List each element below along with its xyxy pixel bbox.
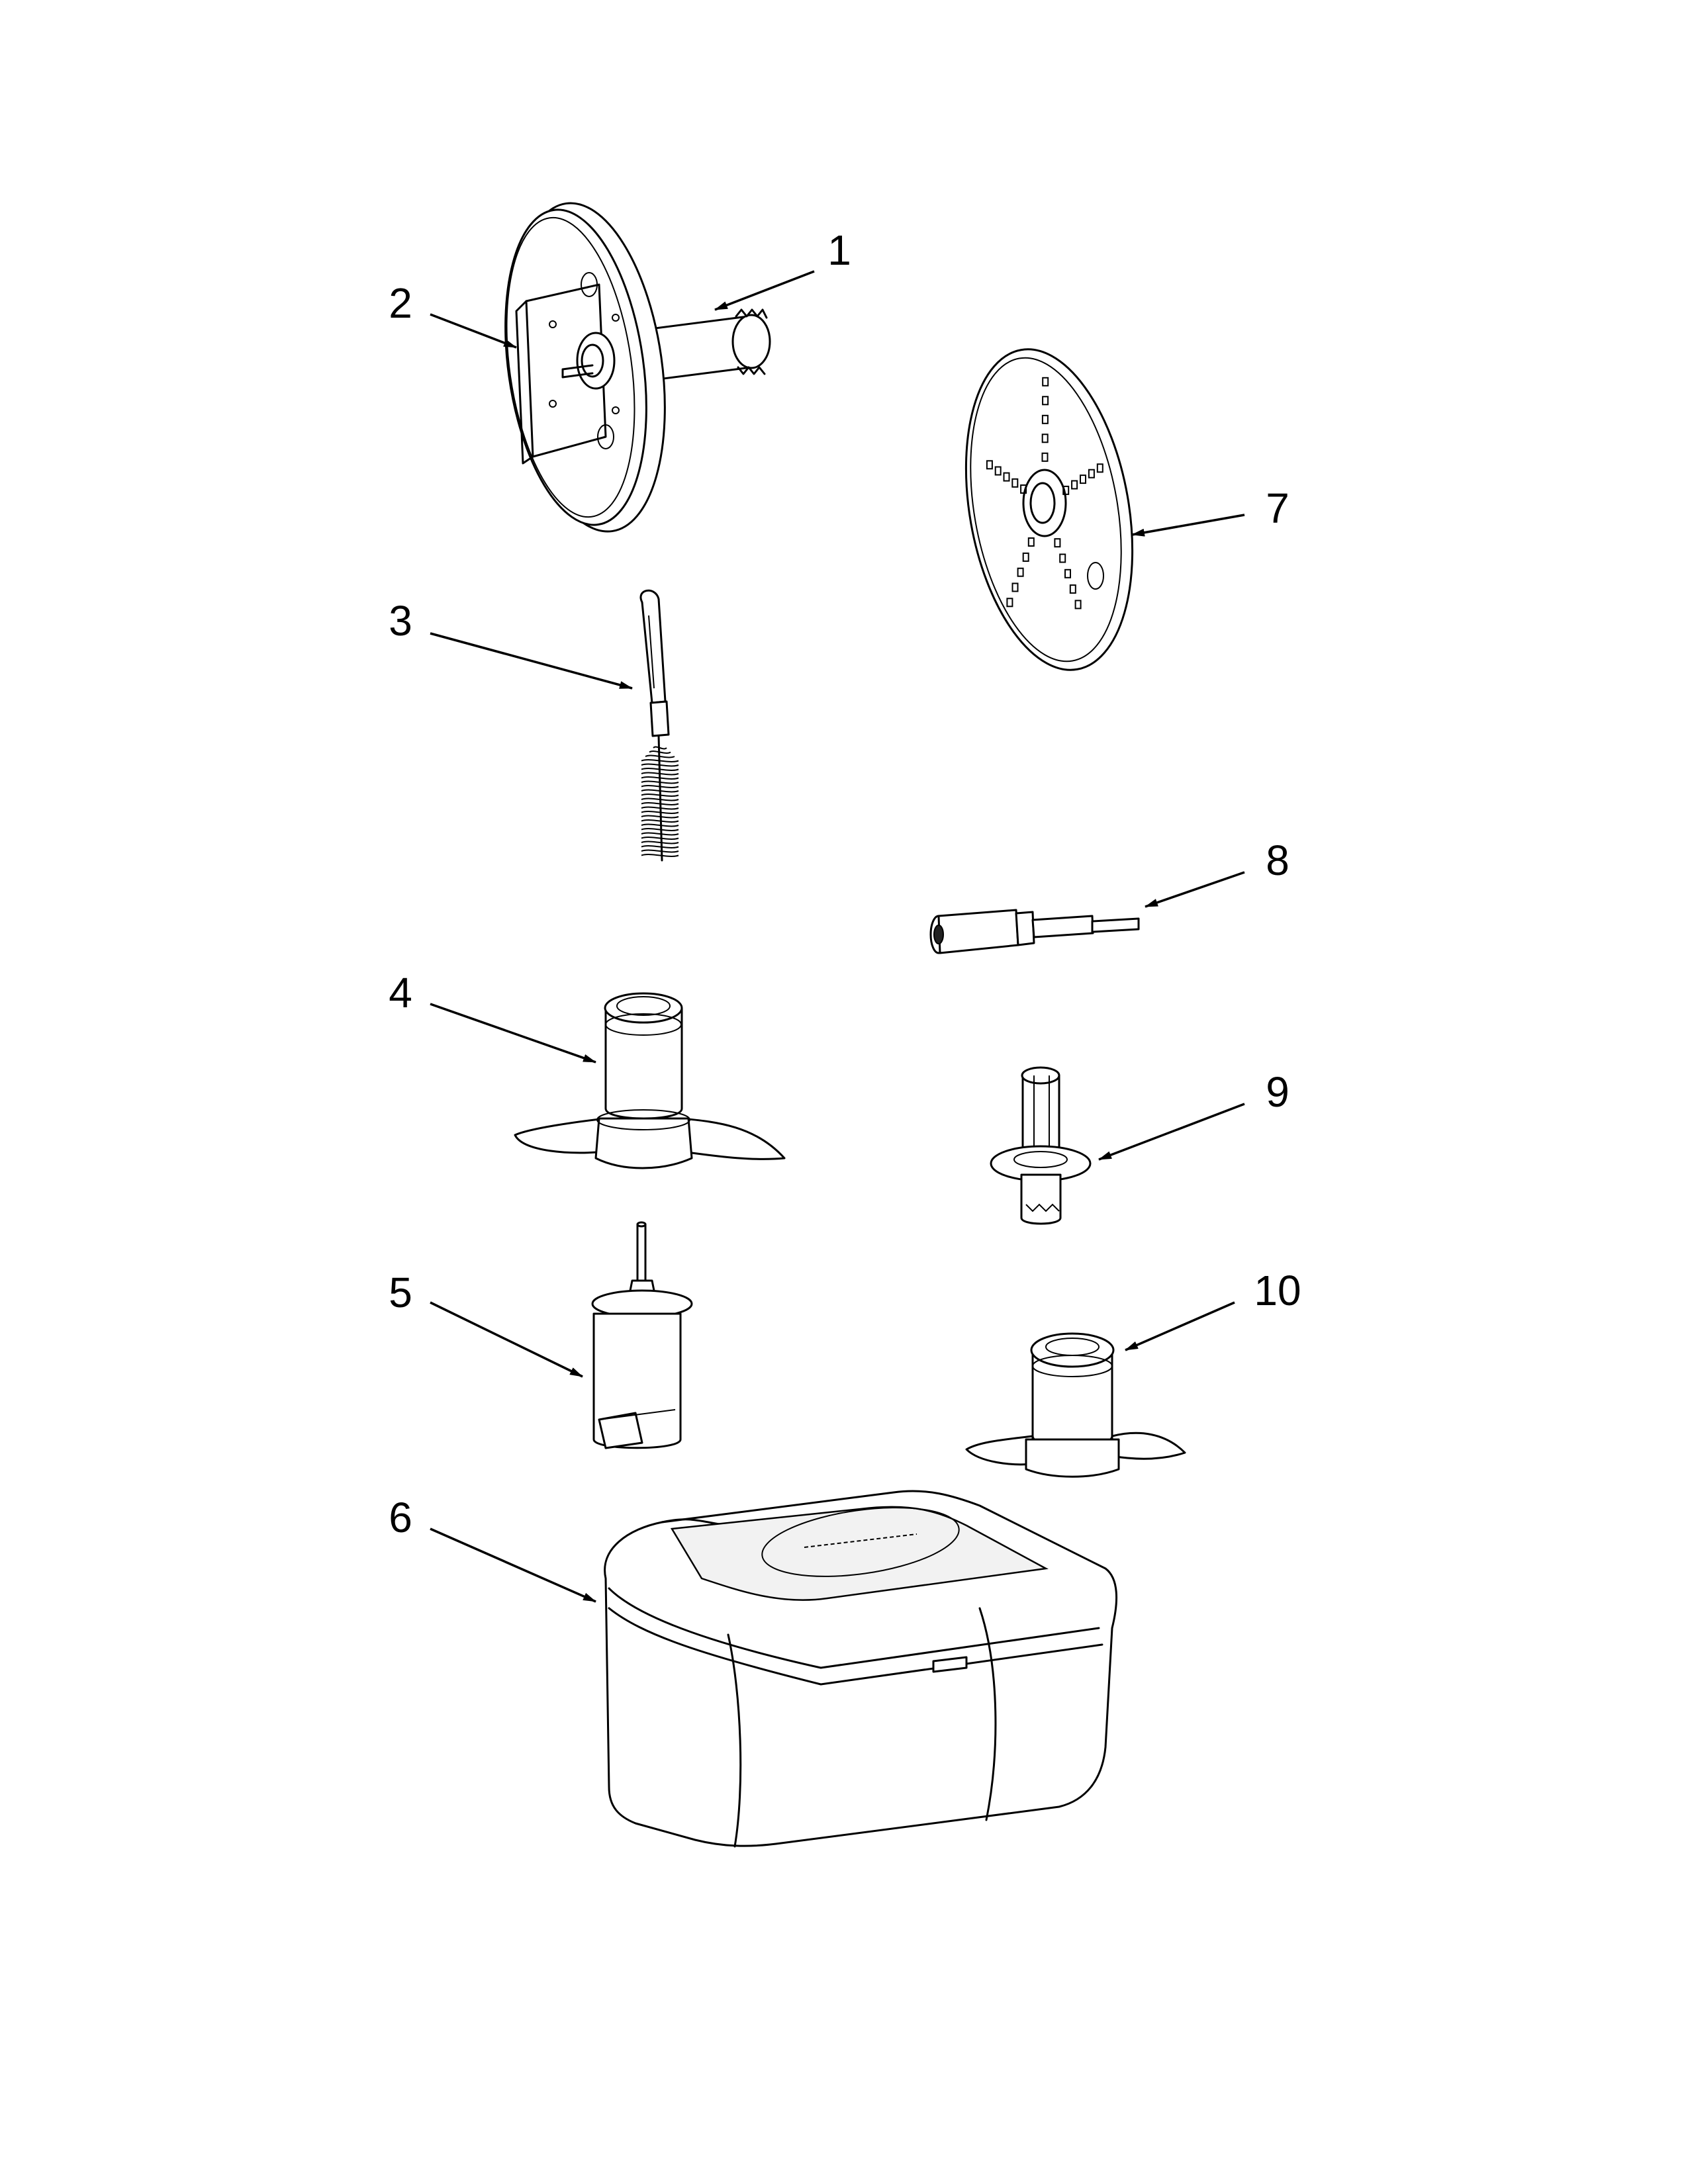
arrow-9 — [1098, 1103, 1245, 1161]
callout-10: 10 — [1254, 1267, 1301, 1314]
part-drive-shaft — [929, 909, 1140, 954]
arrow-8 — [1145, 871, 1245, 908]
callout-4: 4 — [389, 969, 412, 1017]
part-multipurpose-blade — [514, 992, 786, 1169]
callout-1: 1 — [827, 226, 851, 274]
callout-9: 9 — [1266, 1068, 1289, 1116]
callout-2: 2 — [389, 279, 412, 327]
part-shredding-disc — [964, 348, 1134, 671]
callout-7: 7 — [1266, 484, 1289, 532]
part-mini-blade — [965, 1332, 1186, 1478]
callout-8: 8 — [1266, 837, 1289, 884]
callout-5: 5 — [389, 1269, 412, 1316]
arrow-4 — [430, 1003, 596, 1064]
part-cleaning-brush — [639, 589, 679, 862]
arrow-10 — [1125, 1301, 1235, 1351]
part-egg-whip-shaft — [591, 1221, 693, 1449]
arrow-3 — [430, 632, 633, 690]
arrow-5 — [430, 1301, 583, 1378]
callout-6: 6 — [389, 1494, 412, 1541]
arrow-1 — [714, 270, 815, 311]
arrow-2 — [430, 313, 517, 349]
callout-3: 3 — [389, 597, 412, 645]
part-slicing-disc-assembly — [504, 202, 771, 533]
arrow-7 — [1131, 514, 1245, 537]
arrow-6 — [430, 1527, 596, 1603]
part-storage-case — [604, 1490, 1117, 1848]
callout-arrows — [430, 270, 1245, 1603]
callout-labels: 1 2 3 4 5 6 7 8 9 10 — [389, 226, 1301, 1541]
part-disc-adapter — [990, 1066, 1092, 1225]
